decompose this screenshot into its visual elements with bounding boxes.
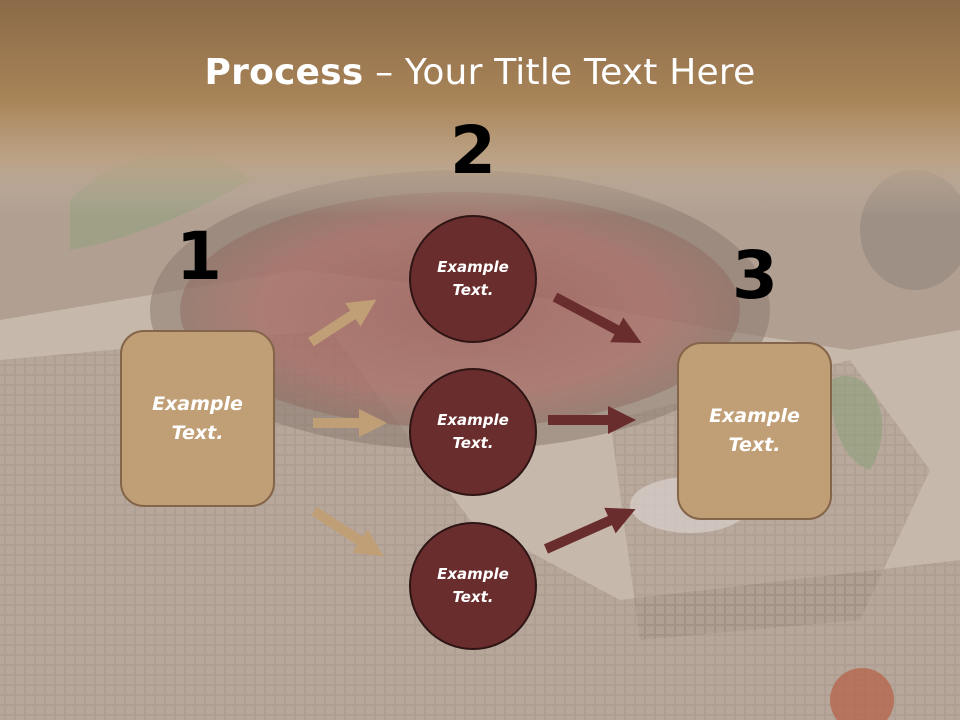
slide-title: Process – Your Title Text Here — [0, 52, 960, 93]
step-number-2: 2 — [450, 112, 496, 189]
arrow-middle-to-right — [548, 406, 636, 434]
circle-node-middle: Example Text. — [409, 368, 537, 496]
step-number-3: 3 — [732, 237, 778, 314]
right-text-box: Example Text. — [677, 342, 832, 520]
arrow-left-to-bottom — [311, 506, 384, 557]
arrow-left-to-top — [308, 299, 377, 347]
circle-node-bottom: Example Text. — [409, 522, 537, 650]
title-bold: Process — [204, 52, 364, 93]
step-number-1: 1 — [176, 218, 222, 295]
title-rest: – Your Title Text Here — [363, 52, 756, 93]
arrow-top-to-right — [552, 292, 642, 344]
left-text-box: Example Text. — [120, 330, 275, 507]
arrow-bottom-to-right — [543, 507, 636, 554]
arrow-left-to-middle — [313, 409, 387, 437]
circle-node-top: Example Text. — [409, 215, 537, 343]
